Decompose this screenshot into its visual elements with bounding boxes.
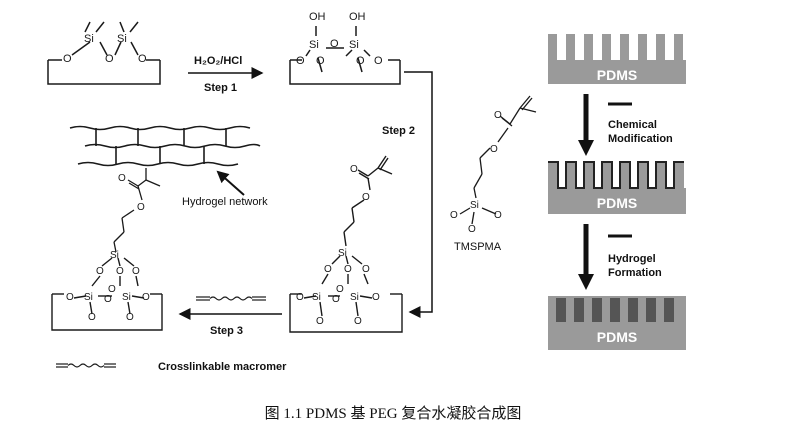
atom-label-o: O [296, 55, 305, 67]
chemical-modification-label-line2: Modification [608, 133, 673, 145]
methacrylate-surface-labels: O O Si O O O Si O Si O O O O O [296, 164, 380, 327]
atom-label-o: O [116, 266, 124, 277]
atom-label-o: O [374, 55, 383, 67]
atom-label-o: O [344, 264, 352, 275]
atom-label-oh: OH [309, 11, 326, 23]
atom-label-o: O [126, 312, 134, 323]
step2-arrow [404, 71, 433, 318]
atom-label-o: O [88, 312, 96, 323]
atom-label-si: Si [84, 33, 94, 45]
hydrogel-formation-label-line1: Hydrogel [608, 253, 656, 265]
atom-label-o: O [104, 294, 112, 305]
hydrogel-formation-label-line2: Formation [608, 267, 662, 279]
chemical-modification-label-line1: Chemical [608, 119, 657, 131]
atom-label-o: O [494, 210, 502, 221]
chemical-modification-arrow: Chemical Modification [578, 94, 673, 156]
atom-label-o: O [142, 292, 150, 303]
atom-label-o: O [63, 53, 72, 65]
step3-label: Step 3 [210, 325, 243, 337]
atom-label-o: O [350, 164, 358, 175]
pdms-block-hydrogel: PDMS [548, 296, 686, 350]
legend-crosslinker-label: Crosslinkable macromer [158, 361, 287, 373]
pdms-block-textured: PDMS [548, 34, 686, 84]
hydrogel-formation-arrow: Hydrogel Formation [578, 224, 662, 290]
network-linker-chain [113, 168, 161, 253]
atom-label-si: Si [338, 248, 347, 259]
pdms-label: PDMS [597, 67, 637, 83]
atom-label-o: O [316, 55, 325, 67]
atom-label-o: O [316, 316, 324, 327]
atom-label-o: O [118, 173, 126, 184]
step1-label: Step 1 [204, 82, 237, 94]
pdms-label: PDMS [597, 195, 637, 211]
atom-label-si: Si [312, 292, 321, 303]
atom-label-si: Si [470, 200, 479, 211]
atom-label-o: O [332, 294, 340, 305]
atom-label-o: O [490, 144, 498, 155]
atom-label-si: Si [309, 39, 319, 51]
grafted-surface-labels: Si O O O Si O Si O O O O O [66, 250, 150, 323]
pdms-methyl-surface [47, 21, 161, 85]
step3-arrow: Step 3 [178, 308, 282, 337]
grafted-surface [51, 257, 163, 331]
atom-label-o: O [137, 202, 145, 213]
atom-label-o: O [356, 55, 365, 67]
hydrogel-network-pointer: Hydrogel network [182, 170, 268, 208]
step2-label: Step 2 [382, 125, 415, 137]
silanol-surface-labels: OH OH Si O Si O O O O [296, 11, 383, 67]
legend-crosslinker-glyph [56, 363, 116, 368]
atom-label-o: O [450, 210, 458, 221]
atom-label-o: O [494, 110, 502, 121]
crosslinker-glyph [196, 296, 266, 301]
atom-label-o: O [66, 292, 74, 303]
methacrylate-surface [289, 155, 403, 333]
atom-label-o: O [324, 264, 332, 275]
atom-label-o: O [362, 192, 370, 203]
atom-label-si: Si [110, 250, 119, 261]
figure-caption: 图 1.1 PDMS 基 PEG 复合水凝胶合成图 [264, 406, 522, 422]
legend: Crosslinkable macromer [56, 361, 287, 373]
hydrogel-network-label: Hydrogel network [182, 196, 268, 208]
pdms-label: PDMS [597, 329, 637, 345]
pdms-methyl-surface-labels: O Si O Si O [63, 33, 147, 65]
atom-label-o: O [336, 284, 344, 295]
tmspma-molecule [459, 95, 537, 225]
hydrogel-network [69, 125, 261, 167]
atom-label-o: O [330, 38, 339, 50]
atom-label-o: O [138, 53, 147, 65]
atom-label-si: Si [122, 292, 131, 303]
network-linker-labels: O O [118, 173, 145, 213]
silanol-surface [289, 26, 401, 85]
tmspma-labels: O O Si O O O [450, 110, 502, 235]
pdms-process-panel: PDMS Chemical Modification PD [548, 34, 686, 350]
atom-label-o: O [108, 284, 116, 295]
atom-label-o: O [105, 53, 114, 65]
atom-label-oh: OH [349, 11, 366, 23]
atom-label-si: Si [117, 33, 127, 45]
atom-label-o: O [372, 292, 380, 303]
atom-label-o: O [362, 264, 370, 275]
atom-label-si: Si [84, 292, 93, 303]
atom-label-o: O [96, 266, 104, 277]
reagent-label: H₂O₂/HCl [194, 55, 242, 67]
atom-label-o: O [354, 316, 362, 327]
atom-label-o: O [132, 266, 140, 277]
atom-label-o: O [468, 224, 476, 235]
pdms-block-modified: PDMS [548, 161, 686, 214]
atom-label-o: O [296, 292, 304, 303]
atom-label-si: Si [349, 39, 359, 51]
step1-arrow: H₂O₂/HCl Step 1 [188, 55, 264, 94]
tmspma-label: TMSPMA [454, 241, 502, 253]
atom-label-si: Si [350, 292, 359, 303]
